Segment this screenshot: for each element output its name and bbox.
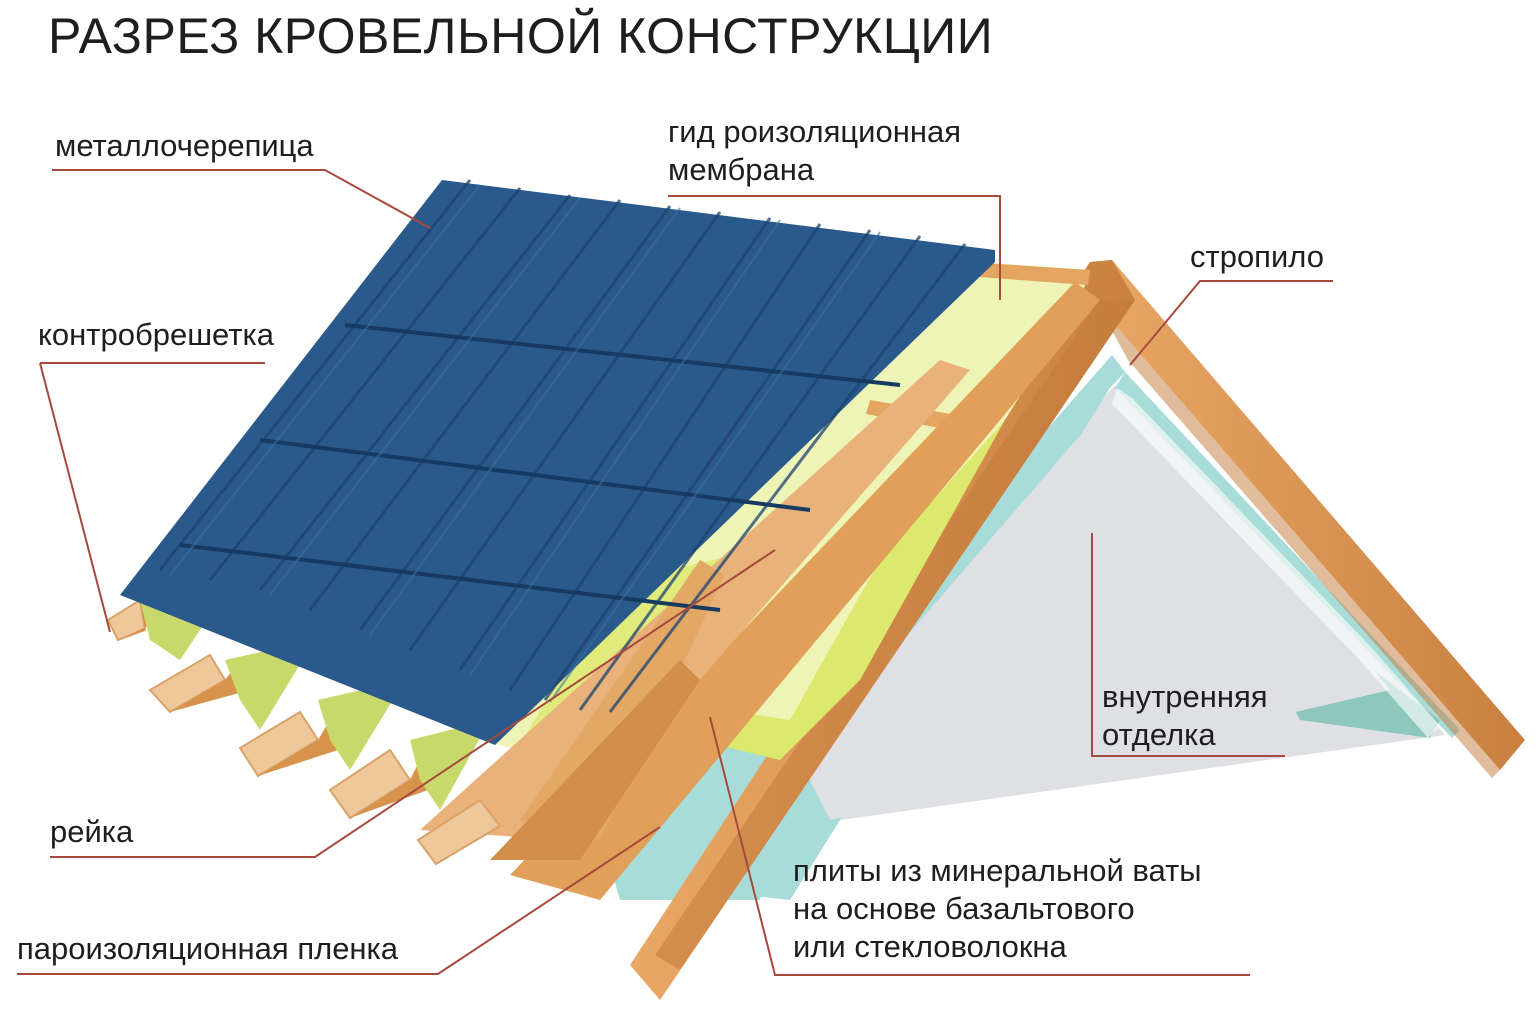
label-membrane-line2: мембрана	[668, 152, 815, 187]
label-interior-finish-line2: отделка	[1102, 717, 1216, 752]
label-rafter-text: стропило	[1190, 239, 1324, 274]
label-batten: рейка	[50, 813, 133, 851]
label-interior-finish: внутренняя отделка	[1102, 678, 1268, 754]
label-mineral-wool-line1: плиты из минеральной ваты	[793, 853, 1202, 888]
leader-metal-tile	[52, 169, 431, 229]
leader-batten	[50, 549, 776, 858]
leader-membrane	[668, 195, 1001, 300]
label-rafter: стропило	[1190, 238, 1324, 276]
vapor-film-edge	[1112, 388, 1440, 738]
interior-finish-inner	[800, 395, 1390, 820]
label-vapor-film-text: пароизоляционная пленка	[17, 931, 399, 966]
label-batten-text: рейка	[50, 814, 134, 849]
label-mineral-wool-line2: на основе базальтового	[793, 891, 1135, 926]
rafter-bar-front-1	[510, 282, 1100, 900]
membrane-counter-batten-top	[966, 262, 1090, 285]
vapor-barrier-film-right	[1115, 372, 1460, 738]
diagram-title: РАЗРЕЗ КРОВЕЛЬНОЙ КОНСТРУКЦИИ	[48, 8, 994, 64]
metal-tile-roofing	[120, 180, 995, 745]
rafter-right	[1090, 260, 1525, 770]
label-metal-tile-text: металлочерепица	[55, 128, 314, 163]
rafter-right-face	[1098, 305, 1500, 778]
label-metal-tile: металлочерепица	[55, 127, 314, 165]
label-membrane: гид роизоляционная мембрана	[668, 113, 961, 189]
label-vapor-film: пароизоляционная пленка	[17, 930, 398, 968]
metal-tile-highlights	[169, 184, 881, 703]
batten-ends	[106, 598, 502, 866]
metal-tile-steps	[179, 323, 901, 612]
label-mineral-wool-line3: или стекловолокна	[793, 929, 1067, 964]
rafter-bar-front-4	[490, 660, 700, 860]
label-counter-batten: контробрешетка	[38, 316, 274, 354]
leader-counter-batten-down	[39, 362, 111, 633]
metal-tile-ribs	[158, 179, 967, 713]
leader-rafter	[1129, 280, 1333, 366]
leader-interior-finish	[1091, 533, 1285, 757]
leader-vapor-film	[17, 826, 661, 975]
leader-wool	[709, 716, 1250, 976]
label-membrane-line1: гид роизоляционная	[668, 114, 962, 149]
label-counter-batten-text: контробрешетка	[38, 317, 274, 352]
rafter-front-inner	[655, 300, 1135, 970]
leader-lines	[17, 169, 1333, 976]
label-mineral-wool: плиты из минеральной ваты на основе база…	[793, 852, 1202, 966]
label-interior-finish-line1: внутренняя	[1102, 679, 1268, 714]
